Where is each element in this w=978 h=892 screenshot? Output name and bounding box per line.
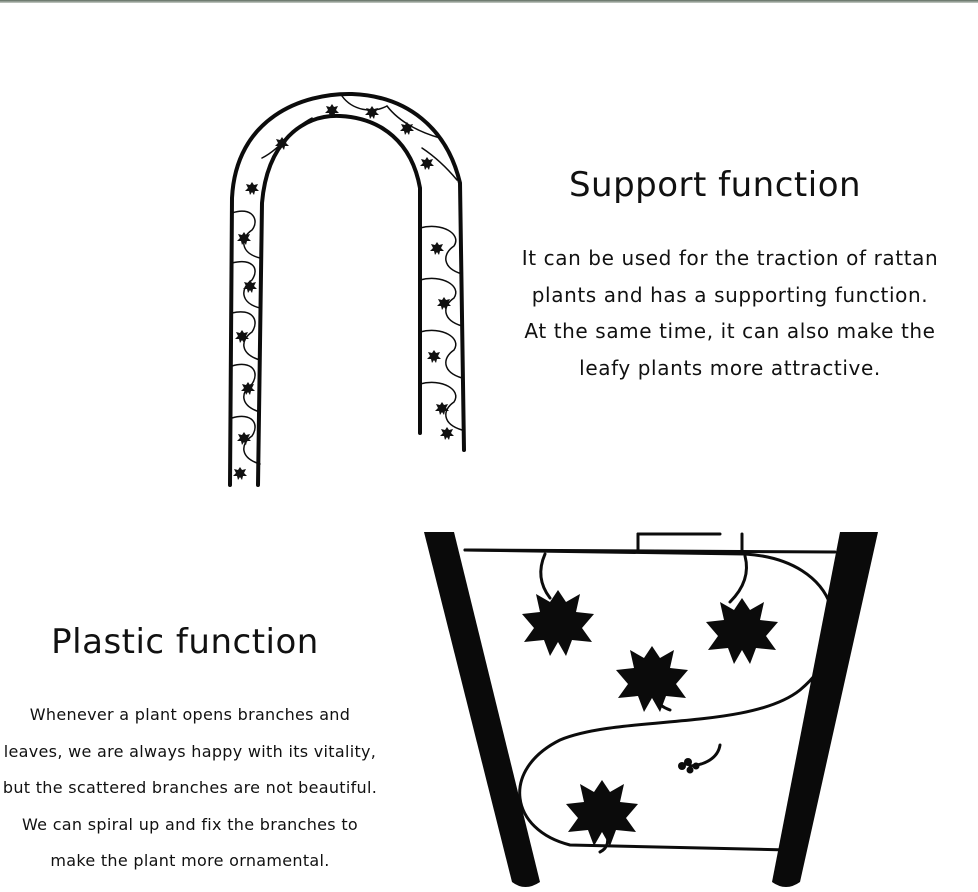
- plastic-line-5: make the plant more ornamental.: [50, 851, 330, 870]
- support-line-4: leafy plants more attractive.: [579, 355, 881, 380]
- support-function-heading: Support function: [568, 165, 862, 205]
- support-line-3: At the same time, it can also make the: [524, 319, 936, 343]
- top-divider: [0, 0, 978, 3]
- plastic-function-heading: Plastic function: [51, 622, 319, 662]
- support-function-description: It can be used for the traction of ratta…: [500, 240, 960, 386]
- plastic-line-2: leaves, we are always happy with its vit…: [3, 741, 377, 761]
- support-line-1: It can be used for the traction of ratta…: [521, 246, 939, 270]
- plastic-line-3: but the scattered branches are not beaut…: [2, 778, 378, 797]
- plastic-function-description: Whenever a plant opens branches and leav…: [0, 697, 380, 880]
- plastic-line-1: Whenever a plant opens branches and: [29, 705, 351, 724]
- support-line-2: plants and has a supporting function.: [531, 282, 929, 307]
- arch-image: [228, 91, 466, 487]
- panel-closeup-image: [424, 532, 878, 887]
- plastic-line-4: We can spiral up and fix the branches to: [22, 814, 358, 834]
